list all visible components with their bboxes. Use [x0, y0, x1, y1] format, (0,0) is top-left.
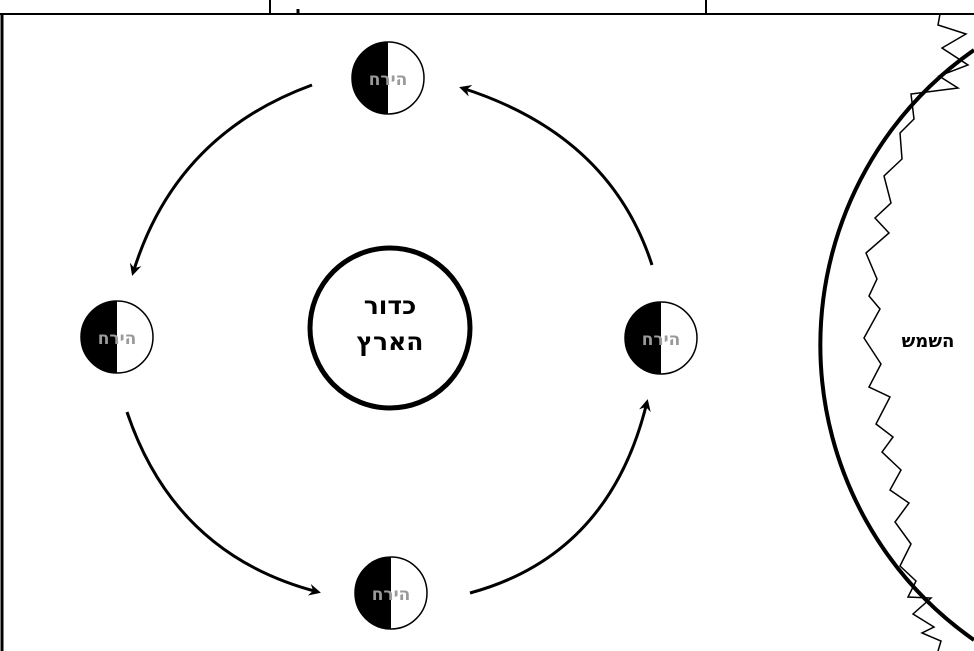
sun: השמש	[820, 14, 974, 651]
moon-top: הירח	[352, 42, 424, 114]
sun-label: השמש	[902, 331, 955, 352]
moon-label: הירח	[98, 329, 137, 349]
moon-right: הירח	[625, 302, 697, 374]
moon-label: הירח	[642, 330, 681, 350]
moon-bottom: הירח	[355, 557, 427, 629]
orbit-arrow-bottom-to-right	[470, 402, 647, 593]
earth-label-line1: כדור	[364, 291, 417, 320]
orbit-arrow-right-to-top	[462, 88, 652, 265]
moon-label: הירח	[372, 585, 411, 605]
moon-left: הירח	[81, 301, 153, 373]
orbit-arrow-left-to-bottom	[127, 412, 318, 592]
moon-label: הירח	[369, 70, 408, 90]
earth: כדור הארץ	[310, 248, 470, 408]
earth-label-line2: הארץ	[357, 327, 424, 356]
orbit-arrow-top-to-left	[133, 85, 312, 273]
